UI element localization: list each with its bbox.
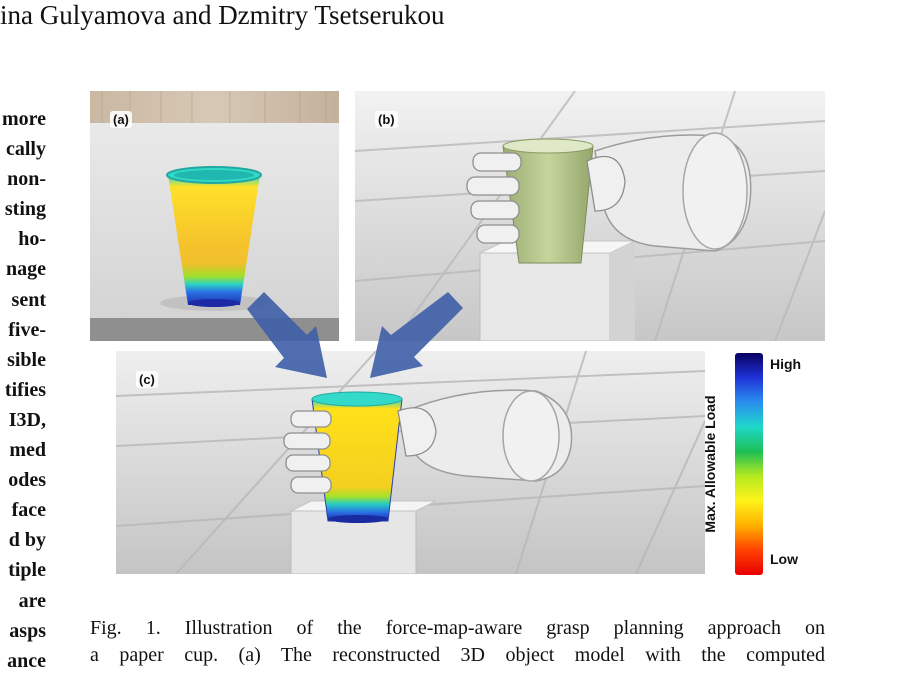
- colorbar-title: Max. Allowable Load: [702, 395, 718, 533]
- figure-panel-a: (a): [90, 91, 339, 341]
- left-column-line: ho-: [18, 228, 46, 251]
- figure-panel-b: (b): [355, 91, 825, 341]
- colorbar-legend: Max. Allowable Load High Low: [702, 351, 823, 576]
- left-column-line: nage: [6, 258, 46, 281]
- left-column-line: tifies: [4, 378, 46, 401]
- left-column-line: non-: [7, 168, 46, 191]
- left-column-line: sent: [11, 288, 46, 311]
- colorbar-high-label: High: [770, 356, 802, 372]
- panel-a-render: [90, 91, 339, 341]
- left-column-line: more: [1, 108, 46, 130]
- caption-line-1: Fig. 1. Illustration of the force-map-aw…: [90, 617, 825, 639]
- left-column-line: five-: [8, 318, 46, 341]
- figure-panel-c: (c): [116, 351, 705, 574]
- caption-line-2: a paper cup. (a) The reconstructed 3D ob…: [90, 644, 825, 666]
- left-column-line: odes: [8, 469, 46, 492]
- colorbar-low-label: Low: [770, 551, 798, 567]
- figure-caption: Fig. 1. Illustration of the force-map-aw…: [90, 615, 825, 669]
- left-column-line: asps: [9, 619, 46, 642]
- left-column-text: more cally non-sting ho-nage sent five-sible t…: [0, 104, 46, 676]
- left-column-line: I3D,: [8, 408, 46, 431]
- left-column-line: sible: [7, 348, 46, 371]
- panel-a-label: (a): [110, 111, 132, 128]
- running-header: ina Gulyamova and Dzmitry Tsetserukou: [0, 0, 445, 30]
- left-column-line: are: [18, 589, 46, 612]
- panel-b-label: (b): [375, 111, 398, 128]
- left-column-line: cally: [6, 138, 46, 161]
- left-column-line: med: [9, 439, 46, 462]
- left-column-line: sting: [4, 198, 46, 221]
- panel-c-label: (c): [136, 371, 158, 388]
- left-column-line: d by: [8, 529, 46, 552]
- colorbar: [735, 353, 763, 575]
- left-column-line: ance: [7, 649, 46, 672]
- panel-c-render: [116, 351, 705, 574]
- left-column-line: face: [11, 499, 46, 522]
- panel-b-render: [355, 91, 825, 341]
- left-column-line: tiple: [8, 559, 46, 582]
